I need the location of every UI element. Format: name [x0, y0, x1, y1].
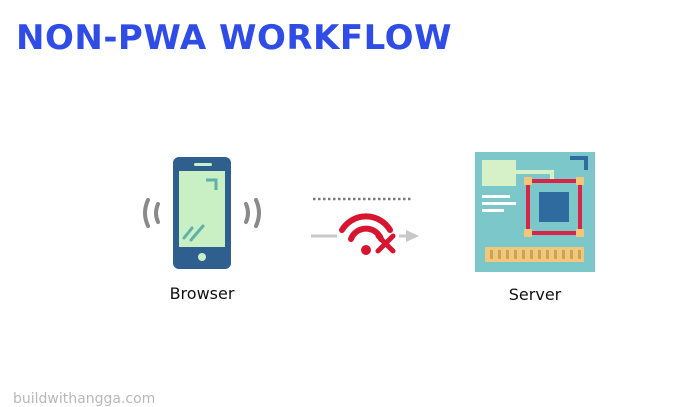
- signal-wave-right-inner: [244, 202, 250, 224]
- board-line-1: [482, 195, 510, 198]
- chip-corner-bl: [524, 229, 532, 237]
- signal-waves-icon: [143, 198, 261, 228]
- phone-screen-glare-1: [182, 226, 194, 240]
- board-line-3: [482, 209, 504, 212]
- signal-wave-left-inner: [154, 202, 160, 224]
- chip-corner-tl: [524, 177, 532, 185]
- request-arrow-head: [406, 230, 419, 242]
- server-label: Server: [508, 285, 562, 304]
- board-corner-mark: [570, 156, 588, 170]
- wifi-off-icon: [337, 212, 399, 256]
- cpu-chip: [524, 177, 584, 237]
- signal-wave-right-outer: [254, 198, 261, 228]
- signal-wave-left-outer: [143, 198, 150, 228]
- phone-screen-corner-mark: [206, 178, 218, 190]
- board-trace: [516, 170, 554, 180]
- chip-corner-tr: [576, 177, 584, 185]
- chip-corner-br: [576, 229, 584, 237]
- wifi-dot: [361, 245, 371, 255]
- smartphone-icon: [173, 157, 231, 269]
- watermark: buildwithangga.com: [13, 391, 156, 407]
- phone-screen-glare-2: [189, 224, 205, 242]
- browser-label: Browser: [169, 284, 235, 303]
- slide-title: NON-PWA WORKFLOW: [16, 18, 452, 58]
- wifi-arc-outer: [339, 213, 393, 233]
- phone-speaker: [194, 163, 212, 166]
- wifi-x-mark: [375, 233, 396, 254]
- phone-home-button: [198, 253, 206, 261]
- connector-strip: [485, 247, 584, 262]
- connector-pins: [485, 247, 584, 262]
- board-line-2: [482, 202, 516, 205]
- chip-core: [539, 192, 569, 222]
- board-block-light: [482, 160, 516, 186]
- chip-frame: [526, 179, 582, 235]
